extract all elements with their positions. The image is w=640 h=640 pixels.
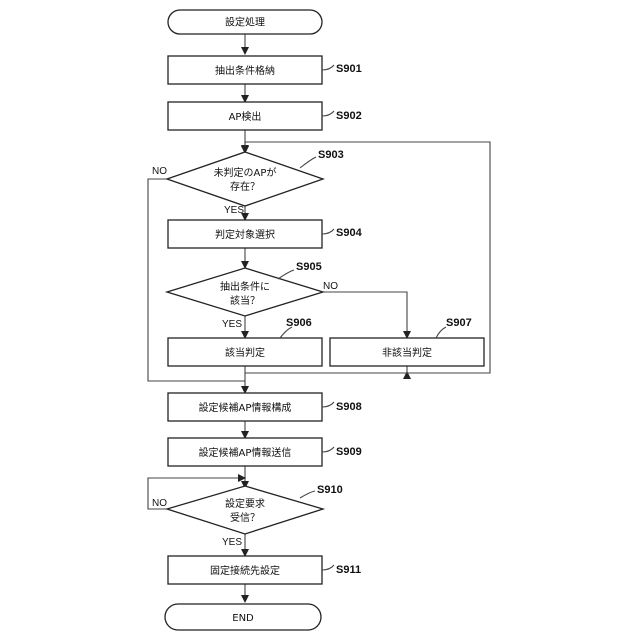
decision-s903 — [167, 152, 323, 206]
end-label: END — [232, 613, 254, 624]
process-s911-label: 固定接続先設定 — [210, 564, 280, 577]
leader-s902 — [322, 111, 334, 116]
leader-s901 — [322, 65, 334, 70]
step-label-s911: S911 — [336, 564, 361, 576]
leader-s904 — [322, 229, 334, 234]
s903-yes-label: YES — [224, 205, 244, 216]
step-label-s907: S907 — [446, 317, 472, 329]
step-label-s902: S902 — [336, 110, 362, 122]
process-s907-label: 非該当判定 — [382, 346, 432, 359]
step-label-s906: S906 — [286, 317, 312, 329]
leader-s909 — [322, 447, 334, 452]
process-s906-label: 該当判定 — [225, 346, 265, 359]
leader-s905 — [278, 270, 294, 279]
process-s908-label: 設定候補AP情報構成 — [199, 401, 292, 414]
s905-yes-label: YES — [222, 319, 242, 330]
decision-s905-line2: 該当？ — [230, 294, 260, 307]
step-label-s903: S903 — [318, 149, 344, 161]
merge-s906-s907 — [245, 366, 407, 373]
process-s901-label: 抽出条件格納 — [215, 64, 275, 77]
leader-s907 — [436, 327, 446, 338]
arrow-s905-no-s907 — [323, 292, 407, 338]
step-label-s904: S904 — [336, 227, 363, 239]
step-label-s901: S901 — [336, 63, 362, 75]
process-s909-label: 設定候補AP情報送信 — [199, 446, 292, 459]
step-label-s909: S909 — [336, 446, 362, 458]
leader-s911 — [322, 565, 334, 570]
decision-s903-line1: 未判定のAPが — [214, 166, 277, 179]
process-s902-label: AP検出 — [229, 110, 262, 123]
decision-s910 — [167, 486, 323, 534]
s910-yes-label: YES — [222, 537, 242, 548]
s903-no-label: NO — [152, 166, 167, 177]
step-label-s910: S910 — [317, 484, 343, 496]
decision-s910-line1: 設定要求 — [225, 497, 265, 510]
s910-no-label: NO — [152, 498, 167, 509]
process-s904-label: 判定対象選択 — [215, 228, 275, 241]
leader-s910 — [300, 491, 315, 498]
step-label-s905: S905 — [296, 261, 322, 273]
start-label: 設定処理 — [225, 16, 265, 29]
leader-s908 — [322, 402, 334, 407]
step-label-s908: S908 — [336, 401, 362, 413]
s905-no-label: NO — [323, 281, 338, 292]
decision-s903-line2: 存在？ — [230, 180, 260, 193]
decision-s910-line2: 受信？ — [230, 512, 260, 524]
leader-s903 — [300, 157, 316, 168]
decision-s905-line1: 抽出条件に — [220, 280, 270, 293]
